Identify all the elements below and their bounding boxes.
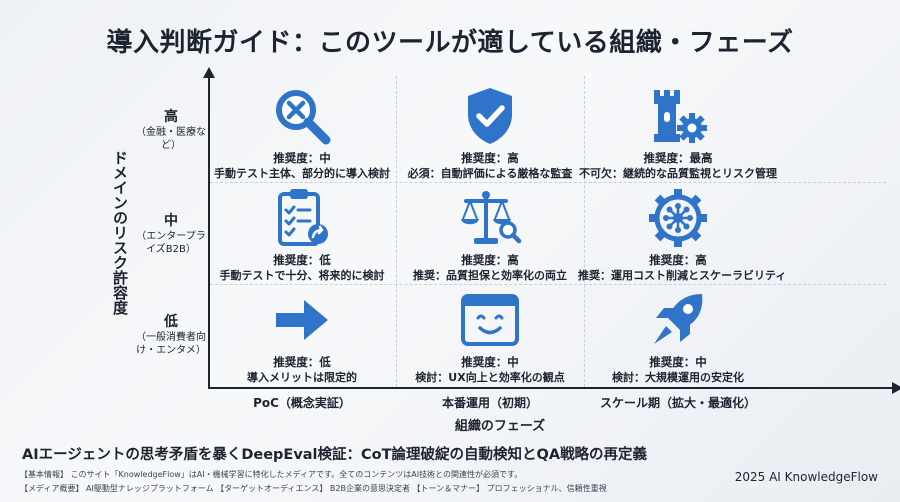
gear-network-icon [649,189,707,247]
grid-line-horizontal [210,284,886,285]
recommendation-desc: 手動テスト主体、部分的に導入検討 [214,167,390,180]
cell-low-poc: 推奨度：低 導入メリットは限定的 [202,288,402,385]
rocket-icon [654,294,703,344]
row-label-high: 高 （金融・医療など） [135,108,207,152]
cell-low-scale: 推奨度：中 検討：大規模運用の安定化 [578,288,778,385]
column-label-poc: PoC（概念実証） [253,396,351,410]
arrow-right-icon [276,300,328,340]
recommendation-desc: 導入メリットは限定的 [247,371,357,384]
column-label-scale: スケール期（拡大・最適化） [599,396,756,410]
grid-line-vertical [584,76,585,387]
cell-low-initial: 推奨度：中 検討：UX向上と効率化の観点 [390,288,590,385]
x-axis-line [208,382,900,394]
recommendation-desc: 必須：自動評価による厳格な監査 [407,167,573,180]
cell-high-scale: 推奨度：最高 不可欠：継続的な品質監視とリスク管理 [578,84,778,181]
recommendation-level: 推奨度：高 [461,151,519,165]
recommendation-level: 推奨度：中 [273,151,331,165]
clipboard-check-icon [278,189,328,246]
row-label-medium: 中 （エンタープライズB2B） [135,212,207,256]
recommendation-level: 推奨度：中 [649,355,707,369]
recommendation-level: 推奨度：低 [273,253,331,267]
row-label-main: 低 [164,314,178,330]
balance-scale-icon [461,191,522,244]
recommendation-level: 推奨度：最高 [643,151,713,165]
magnifier-x-icon [276,90,331,145]
grid-line-horizontal [210,182,886,183]
recommendation-level: 推奨度：低 [273,355,331,369]
cell-high-poc: 推奨度：中 手動テスト主体、部分的に導入検討 [202,84,402,181]
recommendation-desc: 推奨：運用コスト削減とスケーラビリティ [578,269,787,282]
grid-line-vertical [396,76,397,387]
recommendation-desc: 検討：UX向上と効率化の観点 [415,371,565,384]
castle-gear-icon [654,90,707,143]
row-label-sub: （金融・医療など） [136,127,206,151]
cell-medium-initial: 推奨度：高 推奨：品質担保と効率化の両立 [390,186,590,283]
row-label-sub: （エンタープライズB2B） [136,231,206,255]
row-label-main: 高 [164,109,178,125]
cell-medium-scale: 推奨度：高 推奨：運用コスト削減とスケーラビリティ [578,186,787,283]
row-label-main: 中 [164,213,178,229]
article-headline: AIエージェントの思考矛盾を暴くDeepEval検証：CoT論理破綻の自動検知と… [22,447,648,463]
media-overview-line: 【メディア概要】 AI駆動型ナレッジプラットフォーム 【ターゲットオーディエンス… [20,484,607,493]
basic-info-line: 【基本情報】 このサイト「KnowledgeFlow」はAI・機械学習に特化した… [20,470,523,479]
copyright: 2025 AI KnowledgeFlow [734,470,878,484]
page-title: 導入判断ガイド：このツールが適している組織・フェーズ [106,28,794,58]
cell-high-initial: 推奨度：高 必須：自動評価による厳格な監査 [390,84,590,181]
y-axis-line [203,67,215,388]
column-label-initial: 本番運用（初期） [441,396,538,410]
recommendation-level: 推奨度：高 [649,253,707,267]
smiley-window-icon [461,294,519,346]
recommendation-desc: 不可欠：継続的な品質監視とリスク管理 [579,167,777,180]
y-axis-title: ドメインのリスク許容度 [111,150,129,315]
recommendation-level: 推奨度：高 [461,253,519,267]
recommendation-desc: 推奨：品質担保と効率化の両立 [413,269,567,282]
shield-check-icon [468,88,512,144]
recommendation-level: 推奨度：中 [461,355,519,369]
recommendation-desc: 手動テストで十分、将来的に検討 [219,269,385,282]
row-label-sub: （一般消費者向け・エンタメ） [136,332,206,356]
cell-medium-poc: 推奨度：低 手動テストで十分、将来的に検討 [202,186,402,283]
row-label-low: 低 （一般消費者向け・エンタメ） [135,313,207,357]
recommendation-desc: 検討：大規模運用の安定化 [612,371,744,384]
x-axis-title: 組織のフェーズ [454,419,546,434]
